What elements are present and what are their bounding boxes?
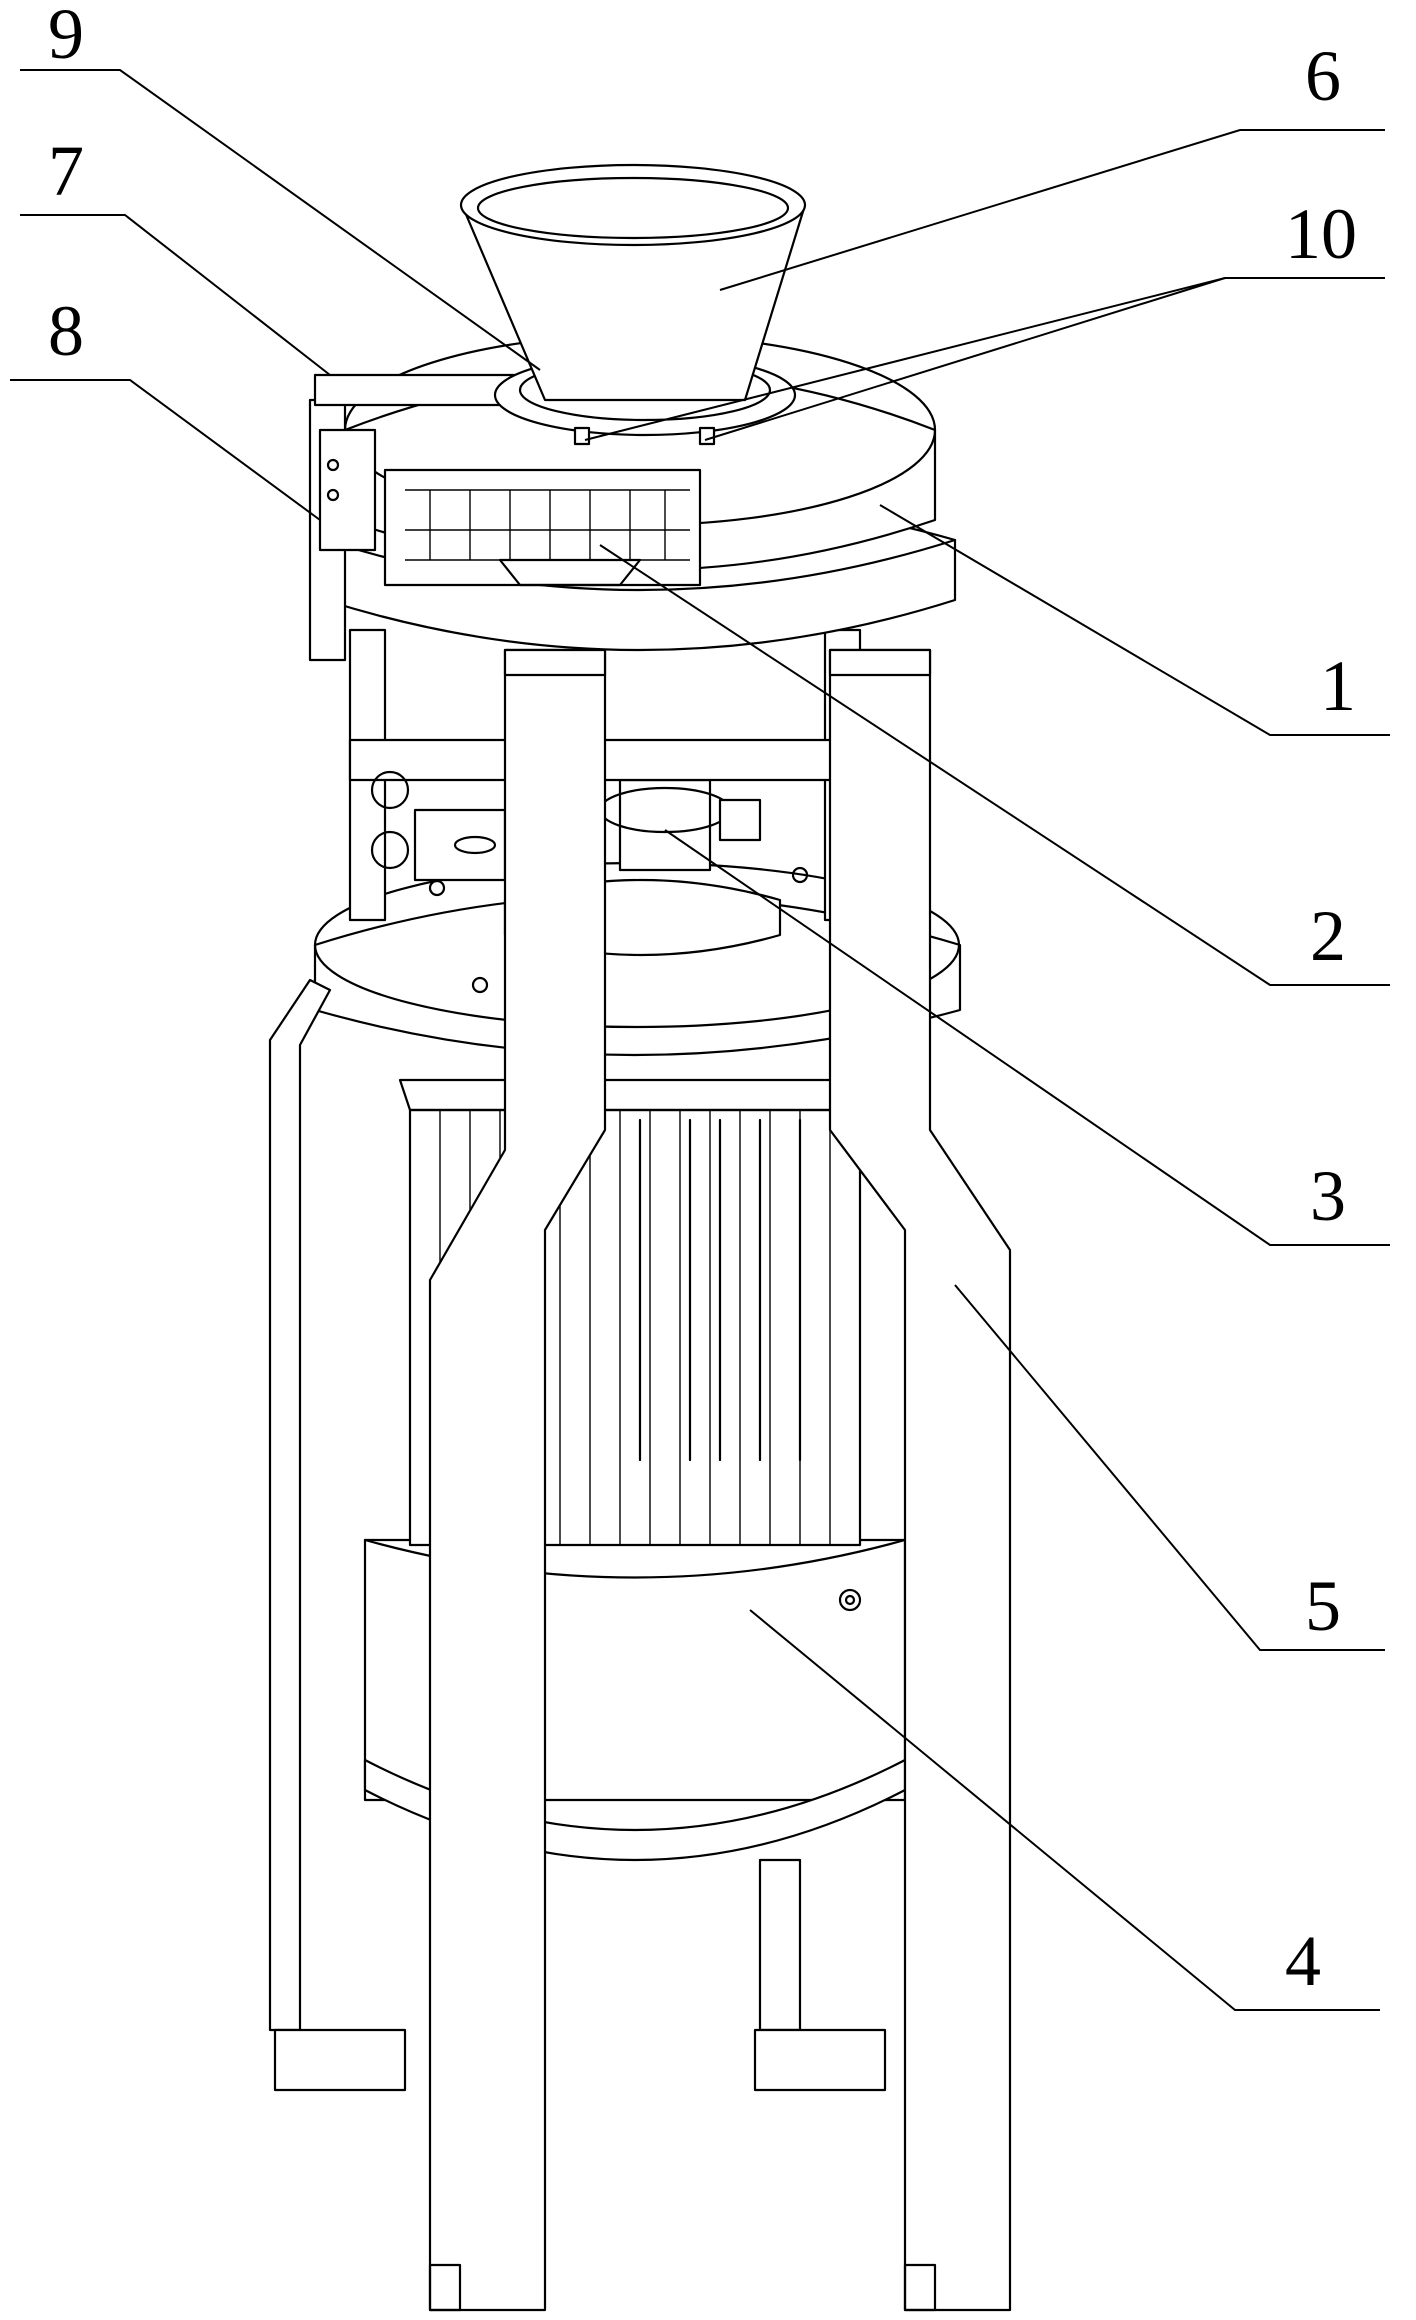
label-8: 8	[48, 291, 84, 371]
die-block	[383, 468, 702, 587]
label-3: 3	[1310, 1156, 1346, 1236]
label-4: 4	[1285, 1921, 1321, 2001]
leader-6	[719, 129, 1385, 291]
label-1: 1	[1320, 646, 1356, 726]
leader-8	[10, 379, 321, 521]
support-legs	[268, 648, 1012, 2312]
label-9: 9	[48, 0, 84, 74]
label-7: 7	[48, 131, 84, 211]
leader-7	[20, 214, 331, 376]
leader-9	[20, 69, 541, 371]
leader-lines	[10, 69, 1390, 2011]
part-labels: 9 7 8 6 10 1 2 3 5 4	[48, 0, 1357, 2001]
leader-2	[599, 544, 1390, 986]
leader-10b	[704, 277, 1226, 441]
funnel-hopper	[459, 163, 807, 402]
label-2: 2	[1310, 896, 1346, 976]
leader-1	[879, 504, 1390, 736]
leader-5	[954, 1284, 1385, 1651]
label-5: 5	[1305, 1566, 1341, 1646]
label-6: 6	[1305, 36, 1341, 116]
leader-3	[664, 829, 1390, 1246]
leader-4	[749, 1609, 1380, 2011]
side-bracket	[308, 373, 522, 662]
label-10: 10	[1285, 194, 1357, 274]
